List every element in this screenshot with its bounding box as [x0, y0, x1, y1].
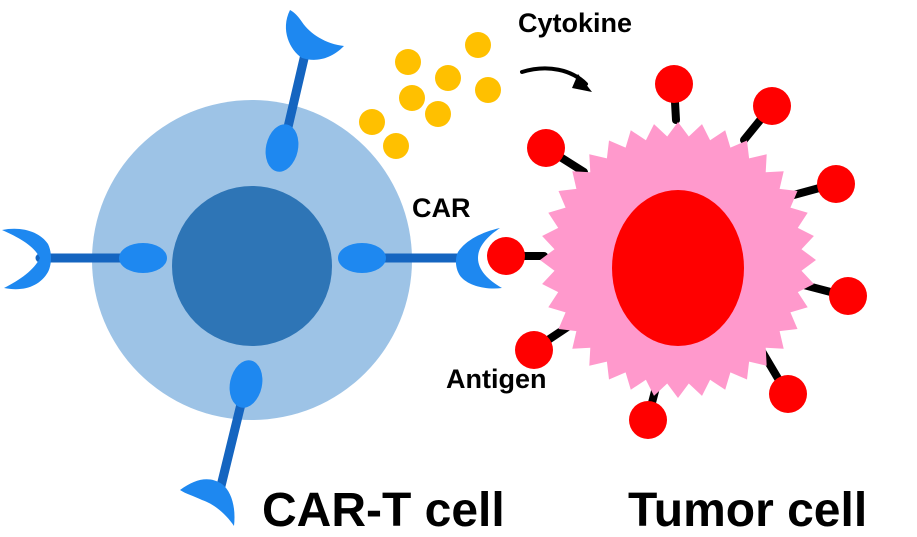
car-receptor-right — [338, 228, 502, 289]
cytokine-label: Cytokine — [518, 8, 632, 38]
car-receptors — [2, 10, 502, 526]
antigen — [655, 65, 693, 103]
antigen — [629, 401, 667, 439]
antigen — [817, 165, 855, 203]
antigen — [753, 87, 791, 125]
antigen — [829, 277, 867, 315]
car-receptor-bottom-head — [180, 479, 235, 526]
car-receptor-right-head — [455, 228, 502, 289]
car-receptor-top — [265, 10, 344, 172]
car-receptor-bottom — [180, 360, 263, 526]
cytokine-dot — [383, 133, 409, 159]
cytokine-dot — [435, 65, 461, 91]
antigen — [487, 237, 525, 275]
car-label: CAR — [412, 193, 471, 223]
antigen — [515, 331, 553, 369]
antigen — [527, 129, 565, 167]
cytokine-dot — [399, 85, 425, 111]
cytokine-dot — [359, 109, 385, 135]
car-t-cell-label: CAR-T cell — [262, 484, 505, 537]
car-receptor-left — [2, 228, 167, 290]
car-t-cell — [92, 100, 412, 420]
cytokine-dot — [465, 32, 491, 58]
car-t-cell-nucleus — [172, 186, 332, 346]
cytokine-arrow — [520, 66, 592, 92]
cytokine-dot — [395, 49, 421, 75]
antigen-label: Antigen — [446, 364, 547, 394]
car-receptor-top-head — [285, 10, 344, 60]
tumor-cell — [487, 65, 867, 439]
cytokines — [359, 32, 501, 159]
cytokine-dot — [475, 77, 501, 103]
tumor-cell-label: Tumor cell — [628, 484, 867, 537]
tumor-cell-nucleus — [612, 190, 744, 346]
cytokine-dot — [425, 101, 451, 127]
antigen — [769, 375, 807, 413]
antigens — [487, 65, 867, 439]
car-receptor-left-head — [2, 228, 51, 290]
